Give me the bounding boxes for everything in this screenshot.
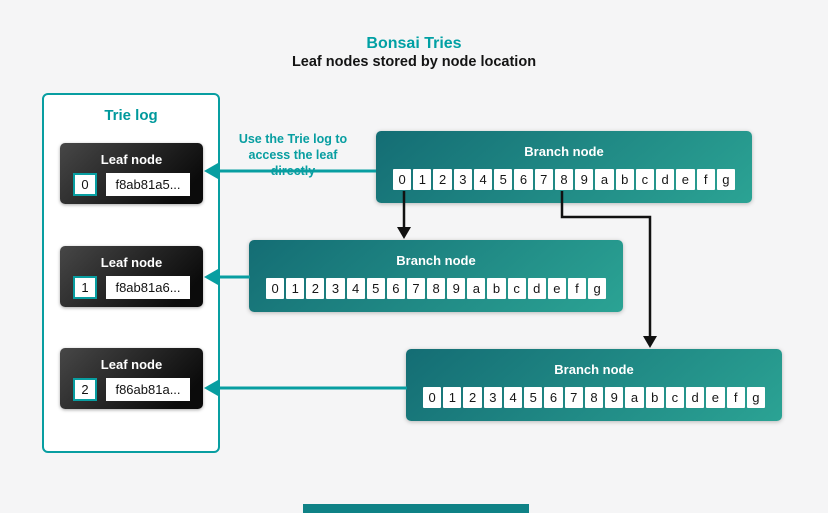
branch-cell: 0 xyxy=(393,169,412,190)
branch-cell: 6 xyxy=(544,387,563,408)
branch-cell: 0 xyxy=(423,387,442,408)
branch-cell: c xyxy=(635,169,655,190)
branch-cell: b xyxy=(487,278,506,299)
leaf-row: 1 f8ab81a6... xyxy=(60,276,203,299)
branch-cell: e xyxy=(547,278,566,299)
branch-cell: 6 xyxy=(386,278,405,299)
branch-cell: 9 xyxy=(605,387,624,408)
branch-cell: 3 xyxy=(453,169,472,190)
branch-cell: e xyxy=(676,169,695,190)
branch-cell: 6 xyxy=(514,169,533,190)
page-subtitle: Leaf nodes stored by node location xyxy=(291,54,537,70)
branch-cell: 0 xyxy=(266,278,285,299)
branch-cell: 4 xyxy=(503,387,523,408)
leaf-hash-value: f8ab81a6... xyxy=(106,276,190,299)
branch-cell: b xyxy=(645,387,664,408)
branch-cell: 5 xyxy=(524,387,543,408)
branch-cell: g xyxy=(588,278,607,299)
branch-cell: f xyxy=(696,169,715,190)
branch-cell: d xyxy=(656,169,675,190)
leaf-index-box: 2 xyxy=(73,378,97,401)
leaf-node-0: Leaf node 0 f8ab81a5... xyxy=(60,143,203,204)
branch-cell: a xyxy=(467,278,486,299)
leaf-row: 0 f8ab81a5... xyxy=(60,173,203,196)
leaf-node-label: Leaf node xyxy=(100,255,163,270)
branch-cell: 8 xyxy=(584,387,604,408)
branch-cell: e xyxy=(706,387,725,408)
teal-arrow-to-leaf-2-icon xyxy=(204,380,407,396)
branch-cell: b xyxy=(615,169,634,190)
leaf-node-label: Leaf node xyxy=(100,357,163,372)
branch-node-label: Branch node xyxy=(524,144,604,159)
branch-cell: 9 xyxy=(447,278,466,299)
branch-cell: 1 xyxy=(286,278,305,299)
branch-cell: 7 xyxy=(564,387,583,408)
leaf-node-label: Leaf node xyxy=(100,152,163,167)
bottom-teal-bar xyxy=(303,504,529,513)
branch-cell: f xyxy=(567,278,586,299)
trie-log-title: Trie log xyxy=(104,107,158,124)
leaf-hash-value: f86ab81a... xyxy=(106,378,190,401)
branch-cell: 5 xyxy=(366,278,385,299)
leaf-row: 2 f86ab81a... xyxy=(60,378,203,401)
branch-cell: 1 xyxy=(413,169,432,190)
branch-cell: 7 xyxy=(534,169,553,190)
branch-cell: 8 xyxy=(427,278,446,299)
annotation-line2: access the leaf directly xyxy=(248,148,338,178)
branch-cell: c xyxy=(507,278,526,299)
leaf-node-1: Leaf node 1 f8ab81a6... xyxy=(60,246,203,307)
page-title: Bonsai Tries xyxy=(366,35,462,52)
branch-cell: g xyxy=(746,387,765,408)
branch-cell: g xyxy=(716,169,735,190)
branch-cell: 2 xyxy=(306,278,325,299)
branch-cell: f xyxy=(726,387,745,408)
leaf-node-2: Leaf node 2 f86ab81a... xyxy=(60,348,203,409)
branch-cell: 5 xyxy=(494,169,513,190)
branch-cell: a xyxy=(625,387,644,408)
leaf-index-box: 0 xyxy=(73,173,97,196)
branch-node-label: Branch node xyxy=(554,362,634,377)
branch-cell: 3 xyxy=(326,278,345,299)
branch-cell: 8 xyxy=(554,169,574,190)
branch-cell: d xyxy=(527,278,546,299)
branch-cell: c xyxy=(665,387,685,408)
branch-cell: 7 xyxy=(406,278,425,299)
annotation-line1: Use the Trie log to xyxy=(238,132,348,146)
branch-node-label: Branch node xyxy=(396,253,476,268)
branch-cell: a xyxy=(595,169,614,190)
branch-cell: 4 xyxy=(473,169,493,190)
branch-cell: 2 xyxy=(463,387,482,408)
branch-cell: 4 xyxy=(346,278,365,299)
leaf-index-box: 1 xyxy=(73,276,97,299)
branch-cell: 2 xyxy=(433,169,452,190)
annotation-label: Use the Trie log to access the leaf dire… xyxy=(227,131,359,179)
leaf-hash-value: f8ab81a5... xyxy=(106,173,190,196)
branch-cell: 1 xyxy=(443,387,462,408)
branch-cell: d xyxy=(686,387,705,408)
branch-cell: 3 xyxy=(483,387,502,408)
branch-cell: 9 xyxy=(575,169,594,190)
